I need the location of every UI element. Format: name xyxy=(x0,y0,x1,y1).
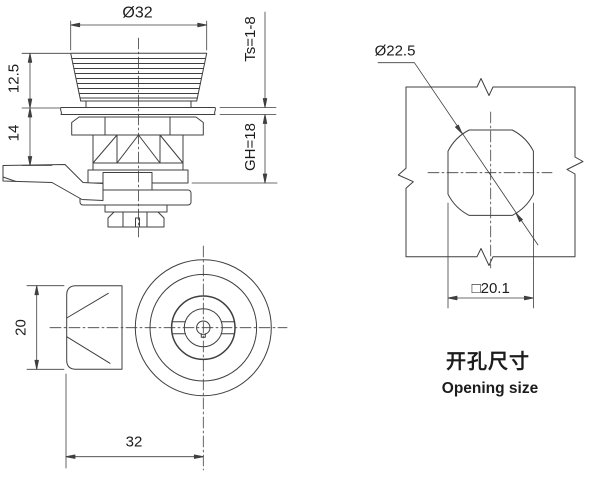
dim-knob-height-label: 12.5 xyxy=(6,64,23,93)
arrowhead xyxy=(27,107,33,118)
arrowhead xyxy=(34,285,39,296)
dim-knob-diameter-label: Ø32 xyxy=(122,5,152,22)
panel-cutout xyxy=(447,129,534,216)
dim-overall-length-label: 32 xyxy=(126,434,143,451)
dim-panel-thickness-label: Ts=1-8 xyxy=(242,16,259,61)
arrowhead xyxy=(193,454,204,459)
arrowhead xyxy=(27,156,33,166)
arrowhead xyxy=(262,114,268,124)
side-view: Ø32 12.5 14 Ts=1-8 GH=18 xyxy=(2,5,278,238)
arrowhead xyxy=(454,124,463,134)
arrowhead xyxy=(34,359,39,370)
dim-body-height-label: 14 xyxy=(6,125,23,142)
panel-outline-with-breaks xyxy=(397,78,584,266)
dim-left-stack xyxy=(21,52,71,166)
cam-lever xyxy=(2,164,104,201)
dim-hole-diameter-label: Ø22.5 xyxy=(375,43,416,60)
dim-square-size-label: □20.1 xyxy=(472,280,510,297)
dim-hole-diameter xyxy=(377,62,539,246)
arrowhead xyxy=(524,295,534,301)
opening-view: Ø22.5 □20.1 开孔尺寸 Opening size xyxy=(375,43,584,397)
lock-body xyxy=(92,134,184,164)
caption-english: Opening size xyxy=(442,380,539,397)
arrowhead xyxy=(27,98,33,109)
arrowhead xyxy=(197,22,208,28)
body-grip-pattern xyxy=(66,292,111,364)
flange xyxy=(60,107,216,115)
arrowhead xyxy=(27,52,33,63)
caption-chinese: 开孔尺寸 xyxy=(446,350,530,373)
dim-grip-height-label: GH=18 xyxy=(242,123,259,171)
arrowhead xyxy=(515,212,523,223)
bottom-nut xyxy=(107,211,165,228)
dim-square-size xyxy=(447,202,534,309)
hex-nut xyxy=(71,116,204,136)
dim-body-width xyxy=(26,285,65,370)
arrowhead xyxy=(262,98,268,108)
arrowhead xyxy=(262,173,268,184)
bottom-washer xyxy=(104,204,168,213)
arrowhead xyxy=(447,295,458,301)
dim-overall-length xyxy=(65,373,204,469)
dim-body-width-label: 20 xyxy=(13,319,30,336)
arrowhead xyxy=(70,22,81,28)
arrowhead xyxy=(65,454,76,459)
dim-right-stack xyxy=(191,11,278,184)
cam-lever-edge-line xyxy=(2,176,17,182)
bottom-nut-slot xyxy=(135,217,140,228)
cam-driver-wings xyxy=(171,321,235,335)
dim-knob-diameter xyxy=(70,20,208,51)
top-view: 20 32 xyxy=(13,245,288,471)
